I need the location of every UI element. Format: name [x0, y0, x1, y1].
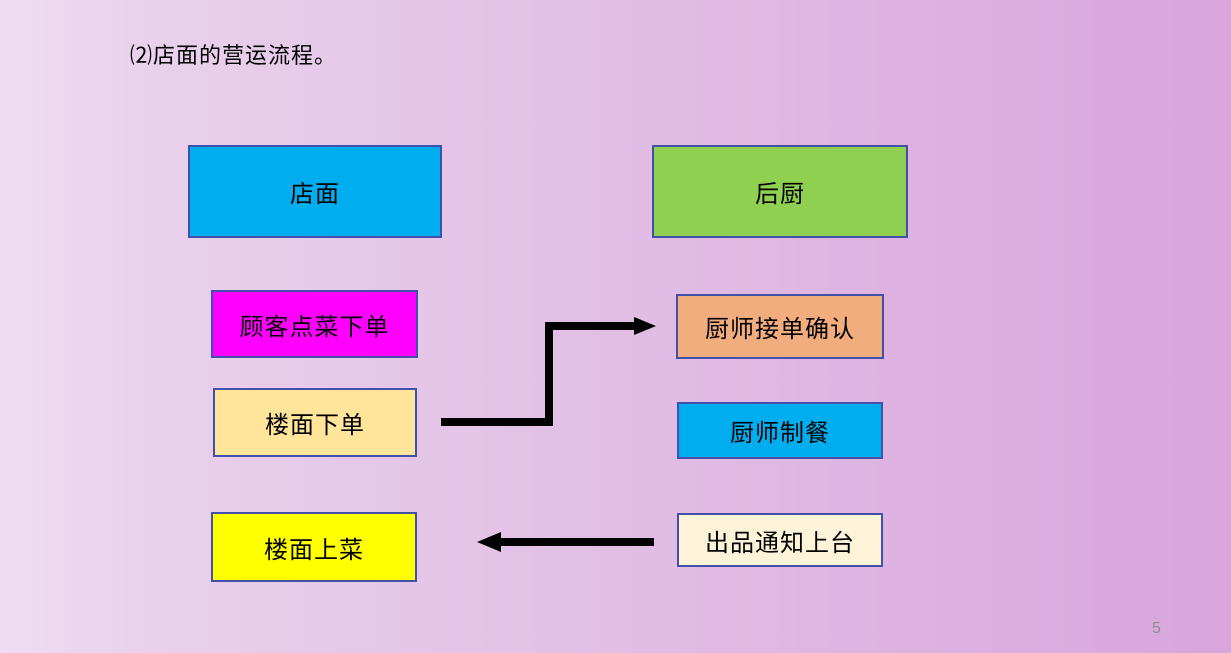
flow-node-kitchen: 后厨: [652, 145, 908, 238]
flow-node-floor-order: 楼面下单: [213, 388, 417, 457]
arrow-head-right-icon: [634, 317, 656, 335]
arrow-dish-ready-to-floor-serve: [477, 532, 654, 552]
flow-node-dish-ready-notice: 出品通知上台: [677, 513, 883, 567]
arrow-head-left-icon: [477, 532, 501, 552]
flow-node-floor-serve: 楼面上菜: [211, 512, 417, 582]
flow-node-storefront: 店面: [188, 145, 442, 238]
flow-node-customer-order: 顾客点菜下单: [211, 290, 418, 358]
flow-node-chef-confirm: 厨师接单确认: [676, 294, 884, 359]
flow-node-chef-cook: 厨师制餐: [677, 402, 883, 459]
page-number: 5: [1152, 620, 1161, 637]
arrow-floor-order-to-chef-confirm: [441, 317, 656, 426]
slide-title: ⑵店面的营运流程。: [130, 43, 338, 68]
